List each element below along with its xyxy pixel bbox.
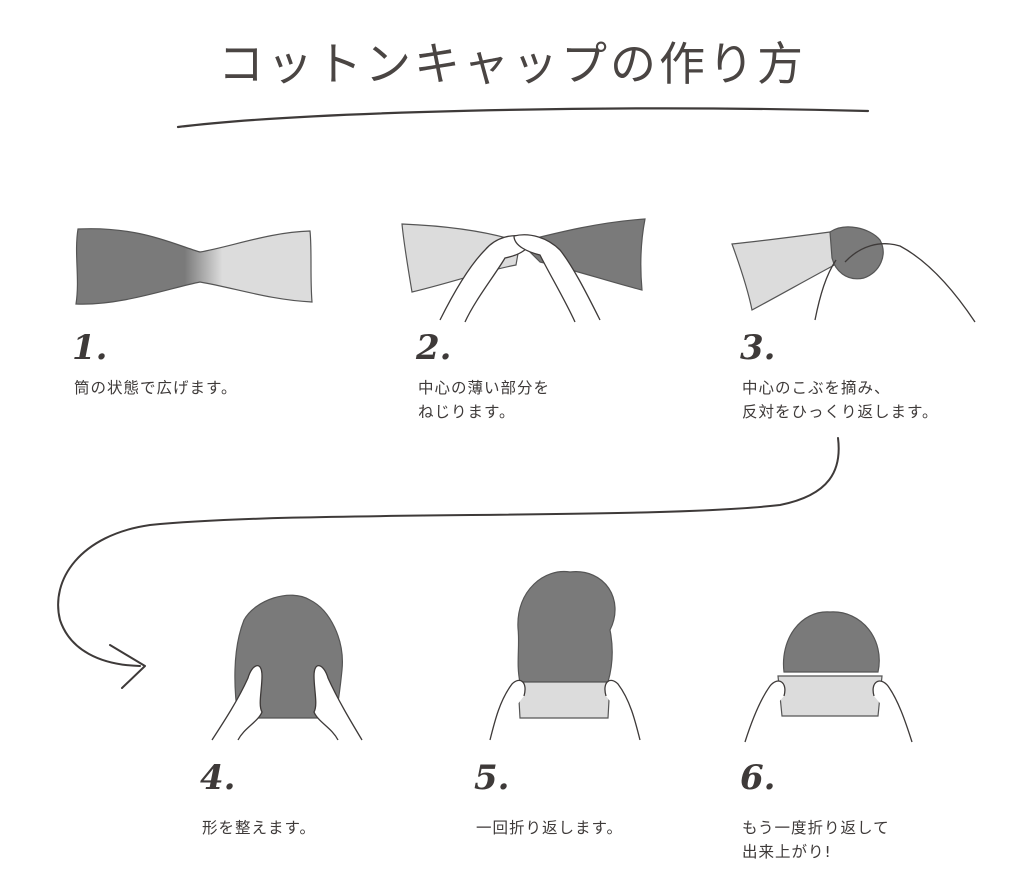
step4-illustration [211,594,363,741]
step-6-caption: もう一度折り返して 出来上がり! [742,816,890,864]
step-5-caption: 一回折り返します。 [476,816,623,840]
flow-arrow [57,437,840,667]
step-5-caption-line-1: 一回折り返します。 [476,819,623,837]
step-5-number: 5. [474,758,510,798]
step2-illustration [401,218,646,323]
step-2-caption-line-2: ねじります。 [418,403,516,421]
step-4-caption: 形を整えます。 [202,816,316,840]
step5-illustration [489,570,641,741]
step-3-number: 3. [740,328,776,368]
page-title: コットンキャップの作り方 [218,37,806,91]
step1-illustration [75,228,313,305]
step-4-number: 4. [200,758,236,798]
step-3-caption-line-1: 中心のこぶを摘み、 [742,379,891,397]
flow-arrowhead [109,644,146,689]
step-3-caption-line-2: 反対をひっくり返します。 [742,403,939,421]
step-4-caption-line-1: 形を整えます。 [202,819,316,837]
title-underline [176,107,870,129]
step-1-caption: 筒の状態で広げます。 [74,376,237,400]
step-2-caption-line-1: 中心の薄い部分を [418,379,551,397]
step-1-caption-line-1: 筒の状態で広げます。 [74,379,238,397]
step-3-caption: 中心のこぶを摘み、 反対をひっくり返します。 [742,376,938,424]
step-2-number: 2. [416,328,452,368]
step-1-number: 1. [72,328,108,368]
step6-illustration [744,611,913,743]
step-6-number: 6. [740,758,776,798]
step-2-caption: 中心の薄い部分を ねじります。 [418,376,550,424]
step3-illustration [731,226,976,323]
step-6-caption-line-1: もう一度折り返して [742,819,890,837]
step-6-caption-line-2: 出来上がり! [742,843,832,861]
